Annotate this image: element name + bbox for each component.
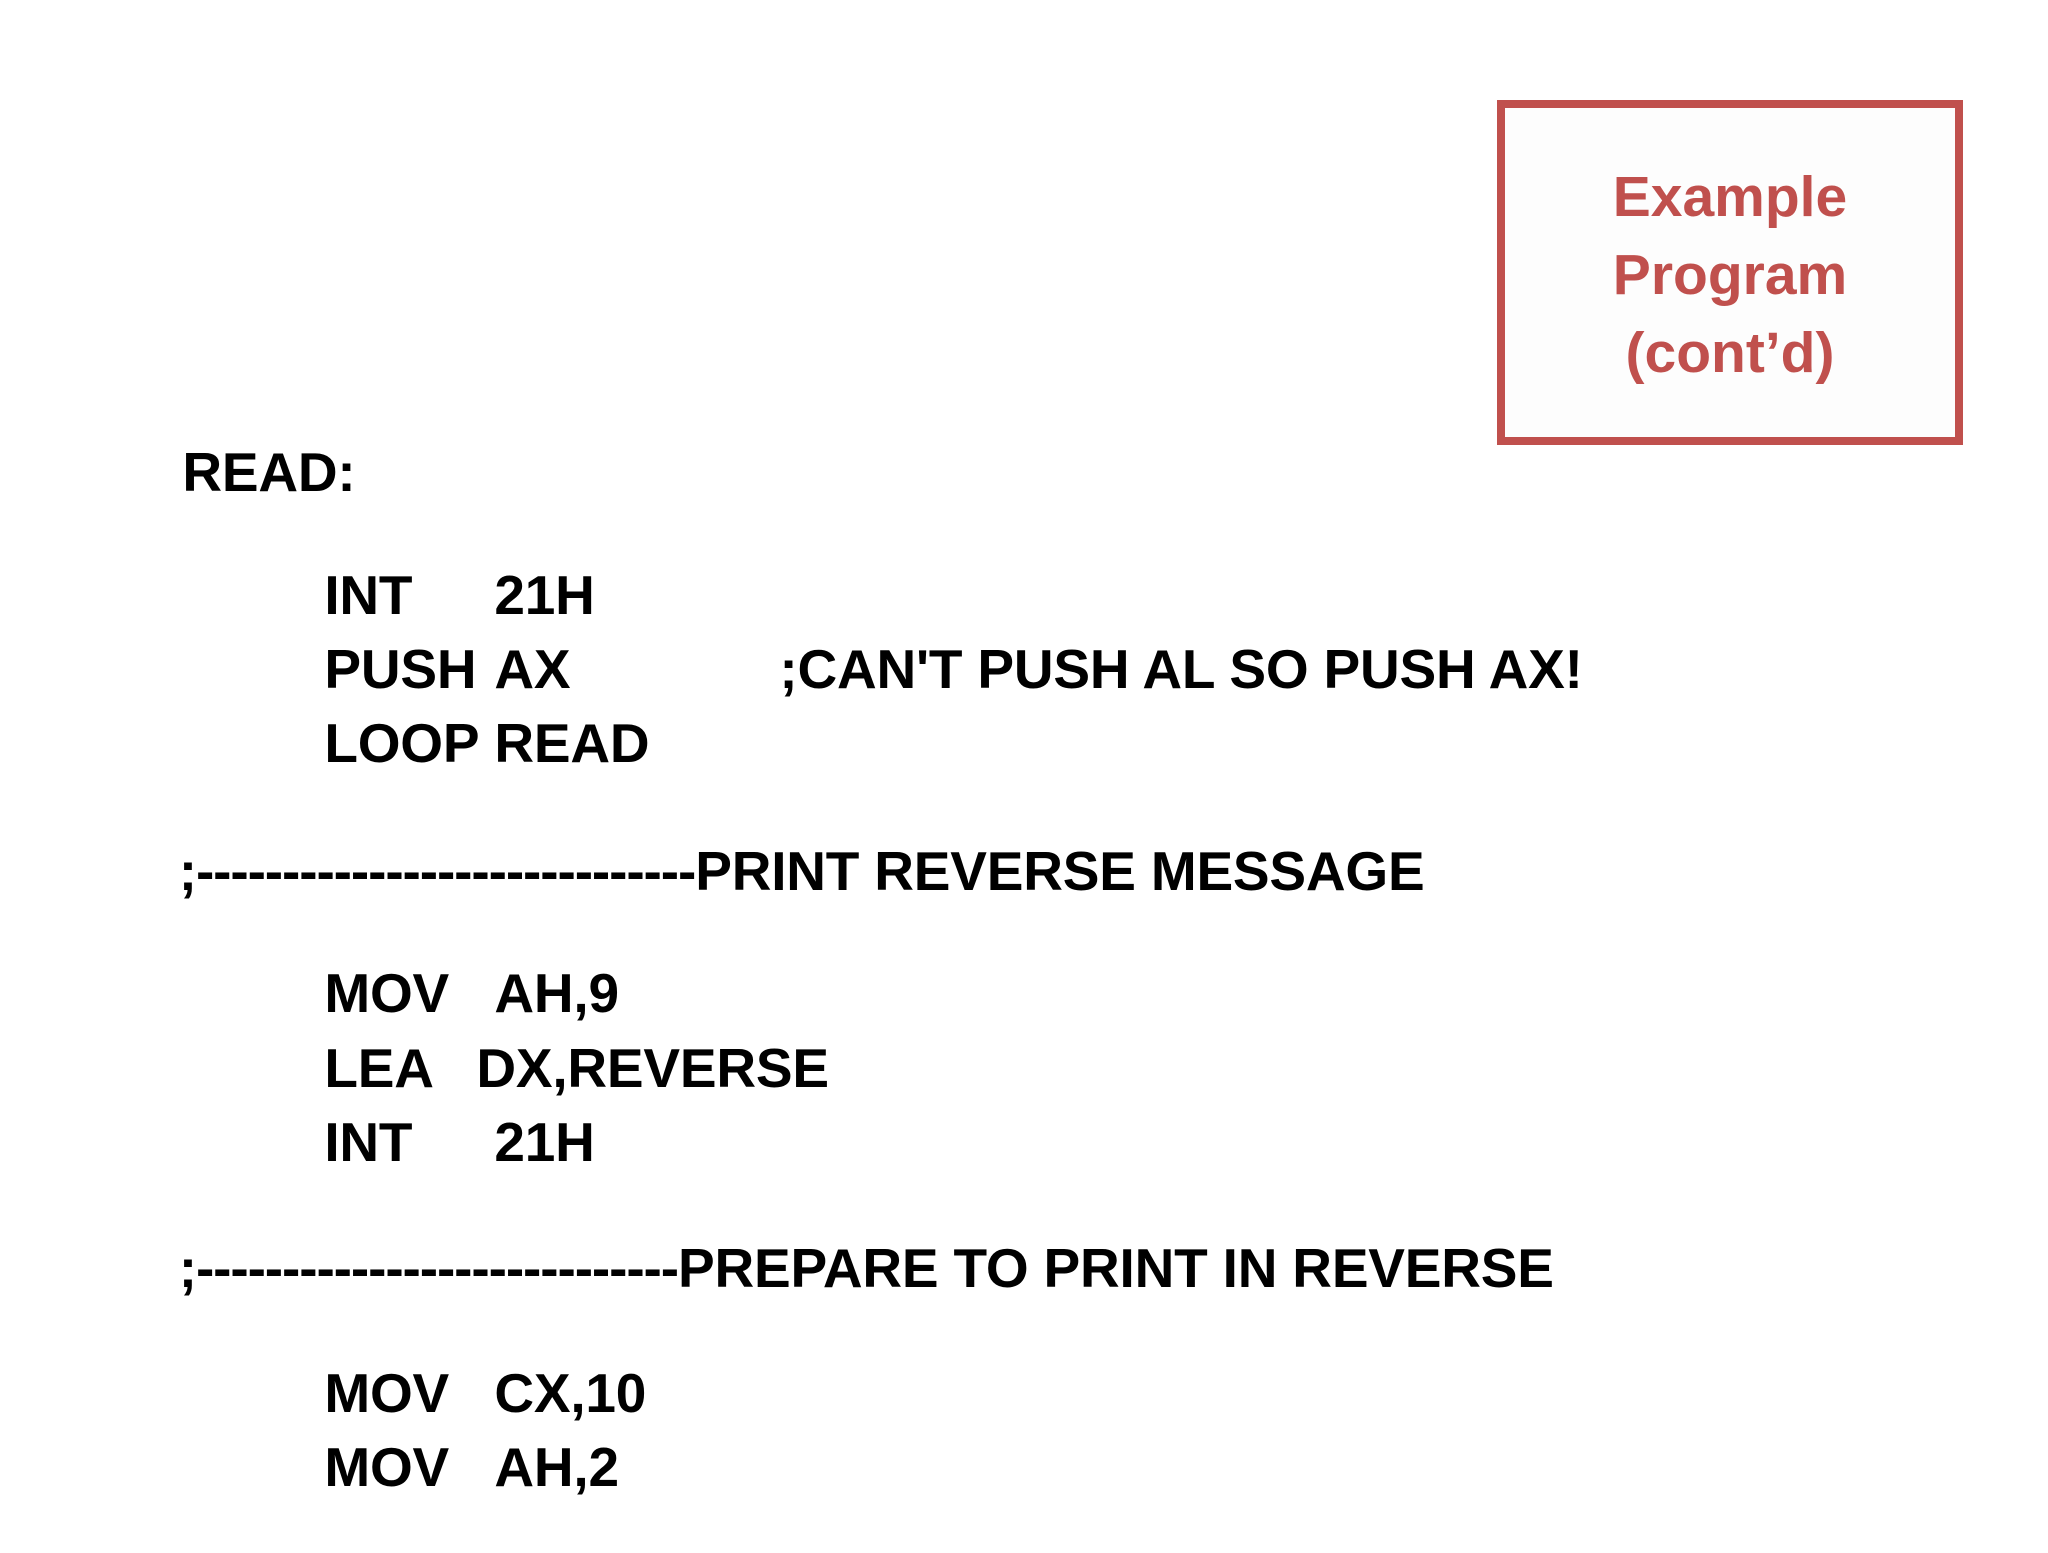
- code-line-int-21h-second: INT 21H: [264, 1060, 595, 1225]
- operand-21h: 21H: [494, 564, 595, 626]
- code-line-mov-cx-10: MOV CX,10: [264, 1311, 646, 1476]
- mnemonic-mov-3: MOV: [324, 1436, 450, 1498]
- code-line-lea-dx-reverse: LEA DX,REVERSE: [264, 986, 829, 1151]
- code-separator-print-reverse-message: ;-----------------------------PRINT REVE…: [122, 789, 1425, 954]
- operand-dx-reverse: DX,REVERSE: [476, 1037, 829, 1099]
- operand-ah-2: AH,2: [494, 1436, 619, 1498]
- separator-dashes: ;-----------------------------: [178, 840, 697, 902]
- operand-ah-9: AH,9: [494, 962, 619, 1024]
- title-line-2: Program: [1612, 242, 1848, 307]
- code-separator-prepare-to-print: ;----------------------------PREPARE TO …: [122, 1186, 1554, 1351]
- separator-heading-2: PREPARE TO PRINT IN REVERSE: [677, 1237, 1554, 1299]
- mnemonic-push: PUSH: [324, 638, 477, 700]
- mnemonic-int-2: INT: [324, 1111, 413, 1173]
- title-callout-box: Example Program (cont’d): [1497, 100, 1963, 445]
- label-text: READ:: [182, 441, 356, 503]
- operand-cx-10: CX,10: [494, 1362, 647, 1424]
- title-line-1: Example: [1612, 164, 1848, 229]
- operand-read: READ: [494, 712, 650, 774]
- separator-dashes-2: ;----------------------------: [178, 1237, 679, 1299]
- mnemonic-loop: LOOP: [324, 712, 480, 774]
- code-line-int-21h-first: INT 21H: [264, 513, 595, 678]
- mnemonic-int: INT: [324, 564, 413, 626]
- code-label-read: READ:: [122, 390, 356, 555]
- title-line-3: (cont’d): [1625, 320, 1835, 385]
- comment-push-ax: ;CAN'T PUSH AL SO PUSH AX!: [779, 638, 1583, 700]
- code-line-mov-ah-9: MOV AH,9: [264, 911, 619, 1076]
- code-line-mov-ah-2: MOV AH,2: [264, 1385, 619, 1550]
- code-line-push-ax: PUSH AX ;CAN'T PUSH AL SO PUSH AX!: [264, 587, 1583, 752]
- operand-21h-2: 21H: [494, 1111, 595, 1173]
- mnemonic-mov-2: MOV: [324, 1362, 450, 1424]
- mnemonic-mov: MOV: [324, 962, 450, 1024]
- mnemonic-lea: LEA: [324, 1037, 434, 1099]
- operand-ax: AX: [494, 638, 571, 700]
- separator-heading: PRINT REVERSE MESSAGE: [695, 840, 1425, 902]
